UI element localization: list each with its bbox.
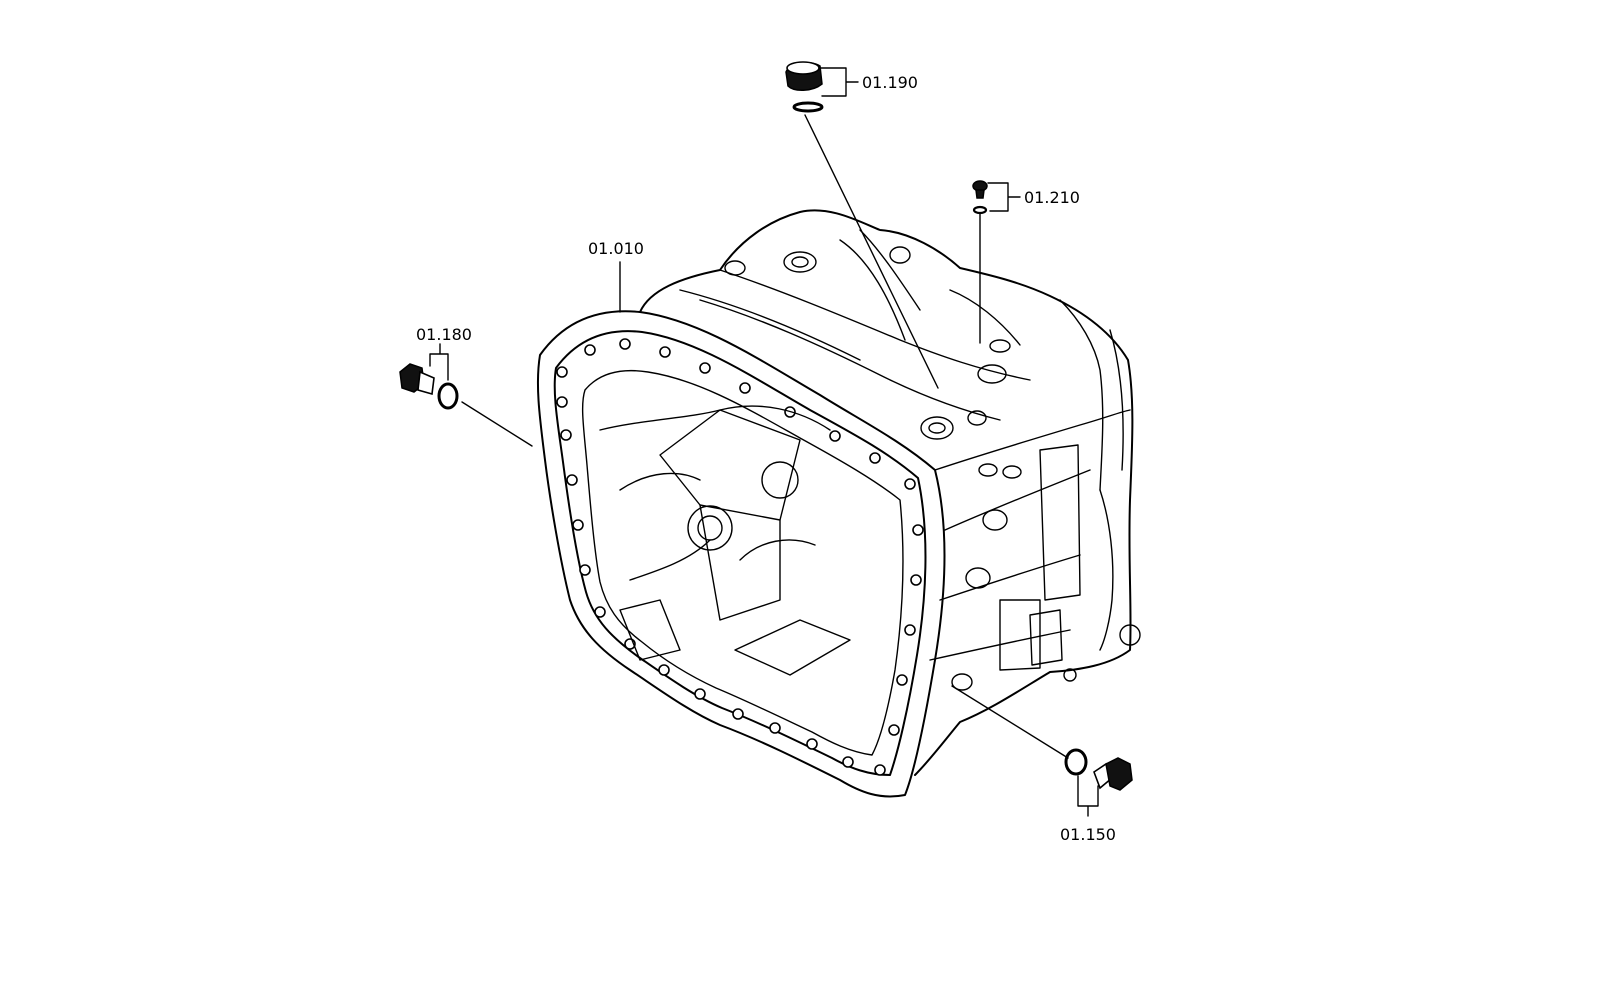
bottom-plug-01-150 bbox=[1064, 748, 1133, 791]
bracket-01-190 bbox=[819, 67, 859, 97]
bracket-01-150 bbox=[1077, 775, 1099, 817]
label-01-210: 01.210 bbox=[1024, 188, 1080, 207]
bracket-01-210 bbox=[987, 182, 1021, 212]
label-01-190: 01.190 bbox=[862, 73, 918, 92]
label-01-150: 01.150 bbox=[1060, 825, 1116, 844]
top-plug-01-190 bbox=[785, 61, 824, 113]
leader-top-plug bbox=[804, 114, 939, 389]
left-plug-01-180 bbox=[399, 363, 459, 410]
transmission-housing bbox=[536, 209, 1141, 798]
bracket-01-180 bbox=[429, 343, 449, 381]
top-screw-01-210 bbox=[972, 180, 988, 215]
label-01-010: 01.010 bbox=[588, 239, 644, 258]
leader-left-plug bbox=[461, 401, 533, 447]
label-01-180: 01.180 bbox=[416, 325, 472, 344]
leader-bottom-plug bbox=[951, 685, 1069, 759]
